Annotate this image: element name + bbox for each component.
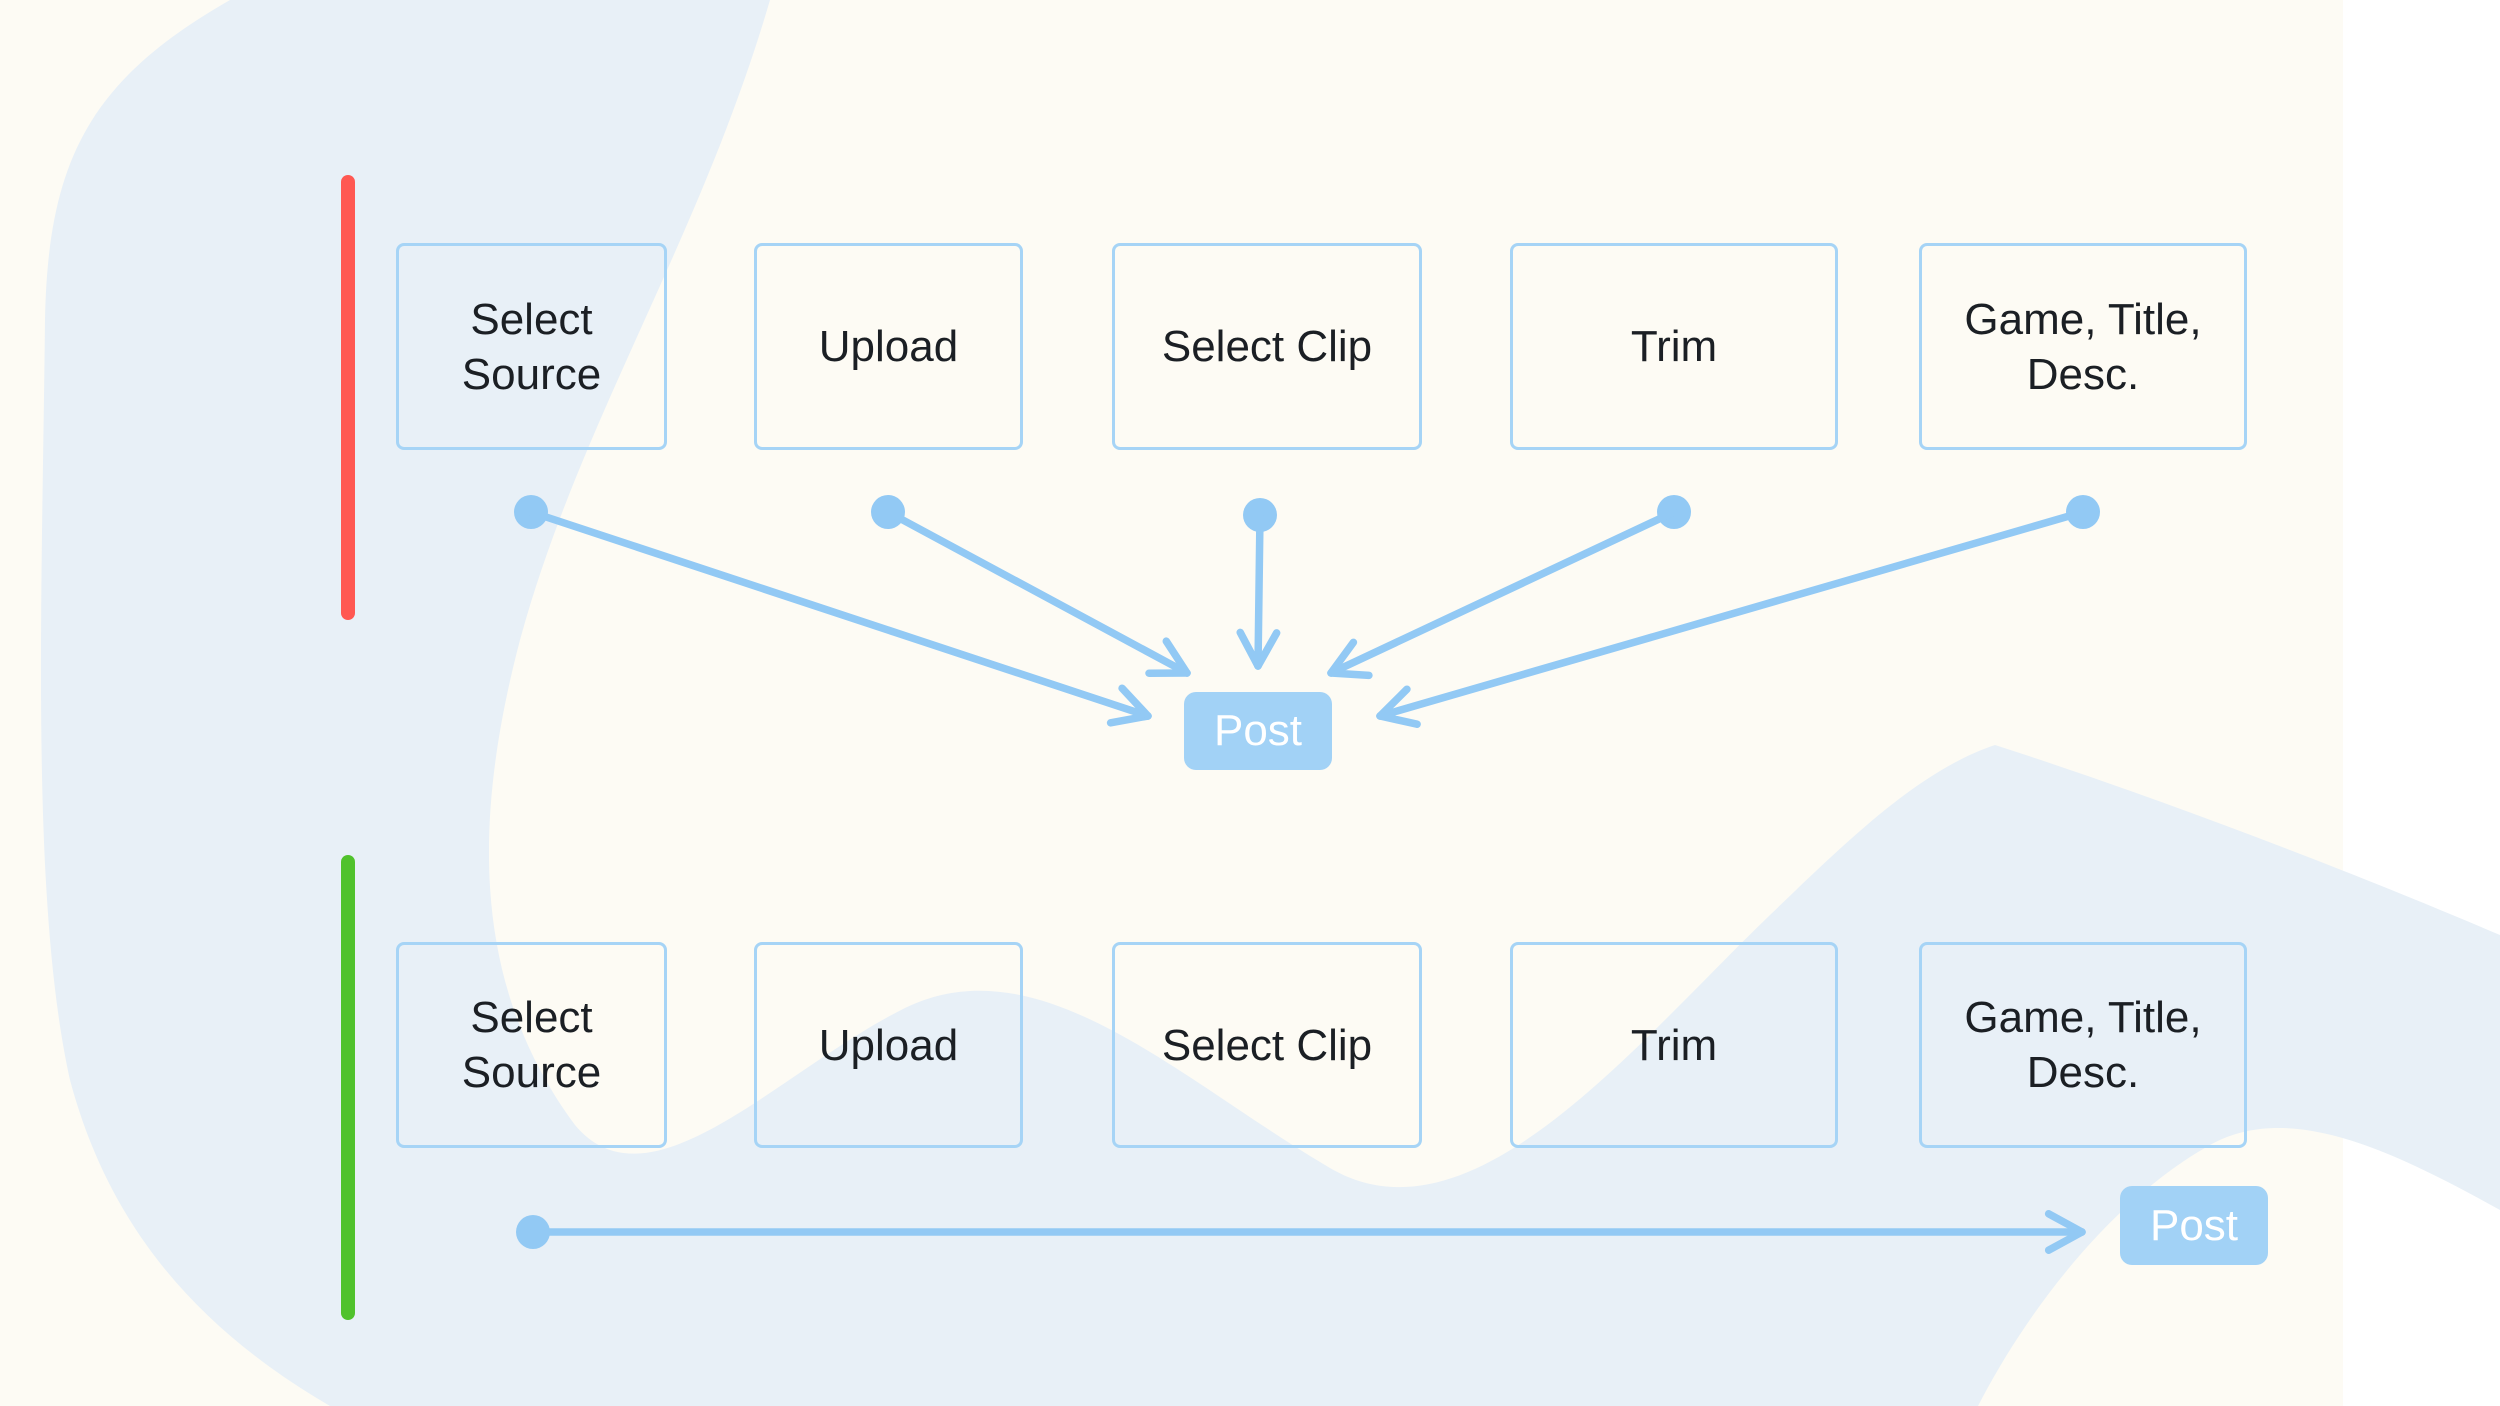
manual-step-select-source: Select Source (396, 243, 667, 450)
manual-step-trim: Trim (1510, 243, 1838, 450)
manual-flow-marker-bar (341, 175, 355, 620)
streamlined-step-upload: Upload (754, 942, 1023, 1148)
post-button-manual[interactable]: Post (1184, 692, 1332, 770)
streamlined-flow-marker-bar (341, 855, 355, 1320)
post-button-streamlined[interactable]: Post (2120, 1186, 2268, 1265)
streamlined-step-select-clip: Select Clip (1112, 942, 1422, 1148)
streamlined-step-trim: Trim (1510, 942, 1838, 1148)
manual-step-game-title-desc: Game, Title, Desc. (1919, 243, 2247, 450)
streamlined-step-game-title-desc: Game, Title, Desc. (1919, 942, 2247, 1148)
manual-step-upload: Upload (754, 243, 1023, 450)
manual-step-select-clip: Select Clip (1112, 243, 1422, 450)
streamlined-step-select-source: Select Source (396, 942, 667, 1148)
